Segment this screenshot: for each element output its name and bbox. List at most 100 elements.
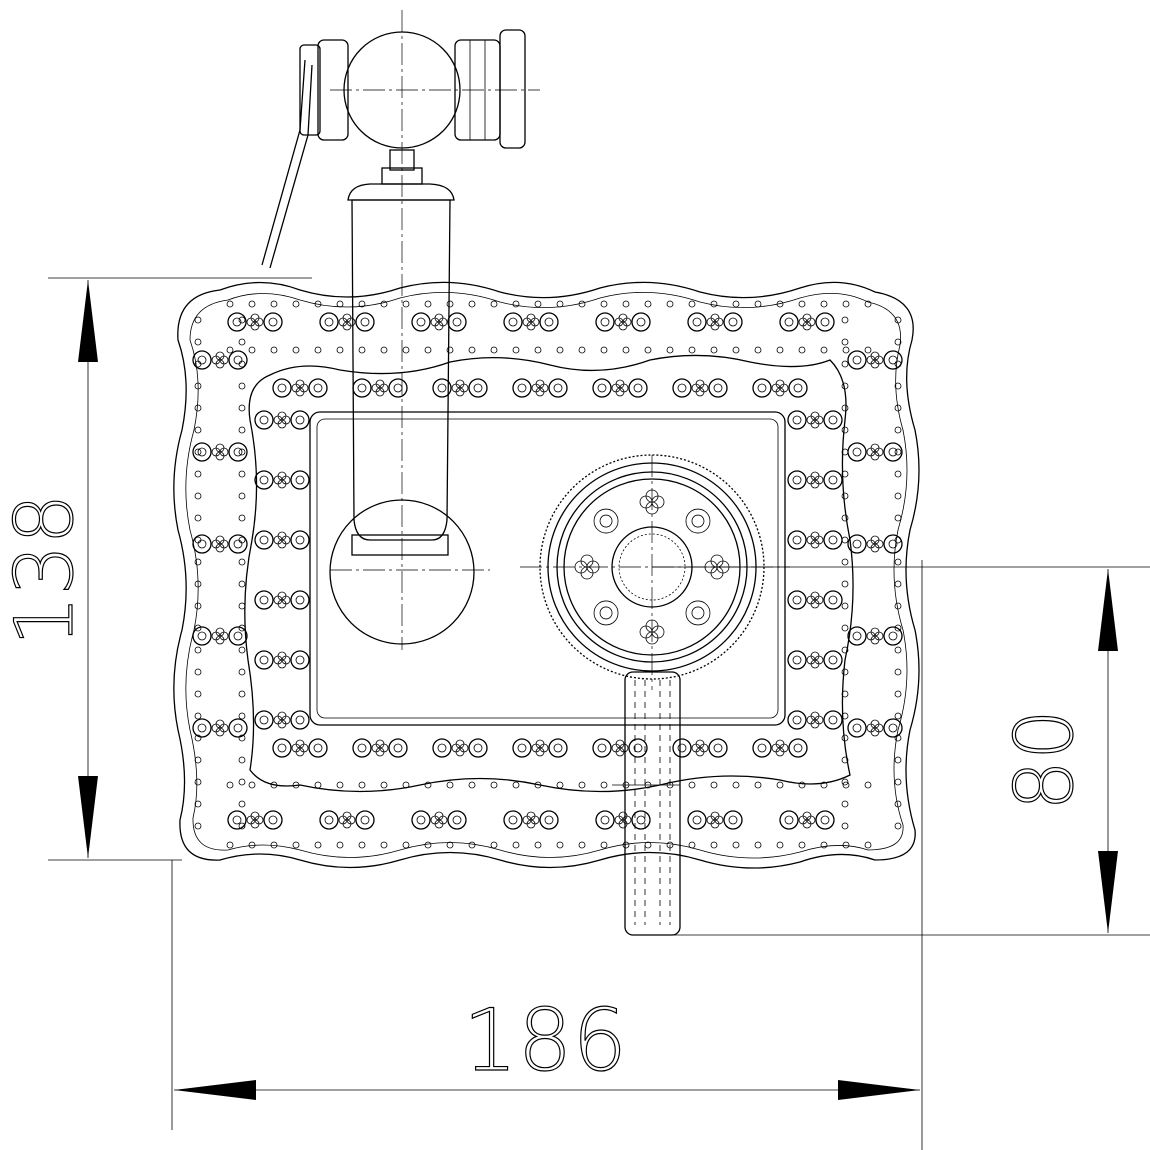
- ornament-mark: [687, 810, 707, 830]
- ornament-mark: [874, 355, 884, 365]
- ornament-mark: [815, 810, 835, 830]
- ornament-mark: [841, 426, 849, 434]
- ornament-mark: [468, 378, 488, 398]
- ornament-mark: [600, 781, 608, 789]
- ornament-mark: [232, 317, 242, 327]
- ornament-mark: [787, 590, 807, 610]
- ornament-mark: [754, 841, 762, 849]
- hand-shower: [261, 10, 540, 650]
- ornament-mark: [864, 346, 872, 354]
- ornament-mark: [544, 317, 554, 327]
- ornament-mark: [792, 715, 802, 725]
- ornament-mark: [508, 815, 518, 825]
- ornament-mark: [219, 539, 229, 549]
- ornament-mark: [820, 781, 828, 789]
- ornament-mark: [226, 300, 234, 308]
- ornament-mark: [723, 810, 743, 830]
- ornament-mark: [864, 781, 872, 789]
- ornament-mark: [631, 312, 651, 332]
- ornament-mark: [883, 718, 903, 738]
- ornament-mark: [847, 718, 867, 738]
- ornament-mark: [666, 300, 674, 308]
- ornament-mark: [534, 346, 542, 354]
- ornament-mark: [228, 718, 248, 738]
- ornament-mark: [314, 300, 322, 308]
- ornament-mark: [194, 734, 202, 742]
- ornament-pattern: [192, 300, 903, 849]
- ornament-mark: [197, 539, 207, 549]
- ornament-mark: [292, 346, 300, 354]
- ornament-mark: [238, 558, 246, 566]
- ornament-mark: [393, 383, 403, 393]
- ornament-mark: [578, 300, 586, 308]
- ornament-mark: [852, 723, 862, 733]
- ornament-mark: [290, 470, 310, 490]
- ornament-mark: [473, 743, 483, 753]
- ornament-mark: [691, 606, 705, 620]
- ornament-mark: [512, 346, 520, 354]
- ornament-mark: [512, 300, 520, 308]
- ornament-mark: [732, 346, 740, 354]
- ornament-mark: [888, 539, 898, 549]
- ornament-mark: [238, 690, 246, 698]
- ornament-mark: [539, 312, 559, 332]
- ornament-mark: [728, 317, 738, 327]
- ornament-mark: [194, 448, 202, 456]
- ornament-mark: [757, 743, 767, 753]
- decorative-plate: [173, 281, 920, 869]
- ornament-mark: [792, 475, 802, 485]
- ornament-mark: [424, 346, 432, 354]
- ornament-mark: [593, 508, 619, 534]
- ornament-mark: [259, 595, 269, 605]
- ornament-mark: [411, 312, 431, 332]
- ornament-mark: [358, 781, 366, 789]
- ornament-mark: [814, 415, 824, 425]
- ornament-mark: [672, 378, 692, 398]
- ornament-mark: [894, 646, 902, 654]
- ornament-mark: [578, 841, 586, 849]
- ornament-mark: [597, 743, 607, 753]
- dimension-width: 186: [171, 560, 923, 1150]
- ornament-mark: [468, 781, 476, 789]
- ornament-mark: [692, 317, 702, 327]
- ornament-mark: [194, 602, 202, 610]
- ornament-mark: [894, 448, 902, 456]
- ornament-mark: [708, 378, 728, 398]
- handle: [351, 199, 451, 541]
- ornament-mark: [270, 781, 278, 789]
- ornament-mark: [248, 841, 256, 849]
- ornament-mark: [424, 300, 432, 308]
- ornament-mark: [622, 317, 632, 327]
- ornament-mark: [358, 841, 366, 849]
- ornament-mark: [233, 447, 243, 457]
- ornament-mark: [272, 378, 292, 398]
- arrow-up-icon: [1098, 569, 1118, 651]
- ornament-mark: [437, 743, 447, 753]
- ornament-mark: [841, 690, 849, 698]
- ornament-mark: [841, 646, 849, 654]
- ornament-mark: [823, 650, 843, 670]
- ornament-mark: [779, 383, 789, 393]
- ornament-mark: [806, 317, 816, 327]
- ornament-mark: [894, 514, 902, 522]
- ornament-mark: [194, 624, 202, 632]
- ornament-mark: [852, 447, 862, 457]
- ornament-mark: [883, 534, 903, 554]
- ornament-mark: [314, 841, 322, 849]
- ornament-mark: [687, 312, 707, 332]
- ornament-mark: [192, 350, 212, 370]
- ornament-mark: [544, 815, 554, 825]
- ornament-mark: [691, 514, 705, 528]
- ornament-mark: [723, 312, 743, 332]
- ornament-mark: [784, 815, 794, 825]
- ornament-mark: [776, 781, 784, 789]
- ornament-mark: [281, 475, 291, 485]
- ornament-mark: [666, 346, 674, 354]
- ornament-mark: [254, 590, 274, 610]
- arrow-up-icon: [78, 280, 98, 362]
- ornament-mark: [468, 300, 476, 308]
- ornament-mark: [530, 815, 540, 825]
- ornament-mark: [894, 580, 902, 588]
- ornament-mark: [894, 690, 902, 698]
- ornament-mark: [754, 300, 762, 308]
